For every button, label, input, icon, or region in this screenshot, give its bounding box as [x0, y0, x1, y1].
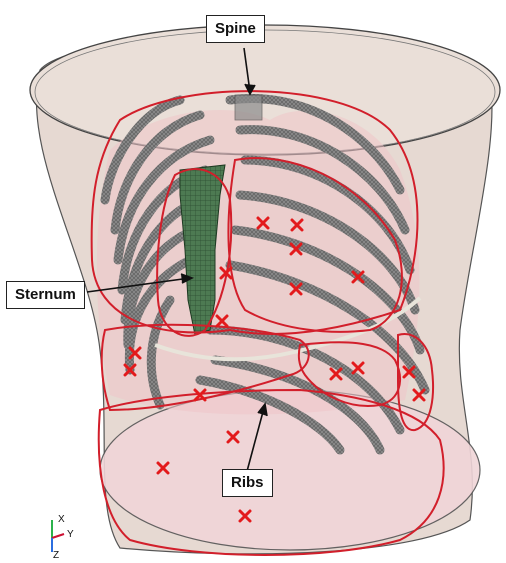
axis-x-label: X	[58, 514, 65, 525]
sternum-callout: Sternum	[6, 281, 85, 309]
spine-callout: Spine	[206, 15, 265, 43]
ribs-callout: Ribs	[222, 469, 273, 497]
ribs-label: Ribs	[231, 474, 264, 491]
spine-label: Spine	[215, 20, 256, 37]
spine-structure	[235, 95, 262, 120]
axis-triad: X Y Z	[52, 514, 74, 561]
sternum-label: Sternum	[15, 286, 76, 303]
axis-y-label: Y	[67, 529, 74, 540]
axis-z-label: Z	[53, 550, 59, 561]
